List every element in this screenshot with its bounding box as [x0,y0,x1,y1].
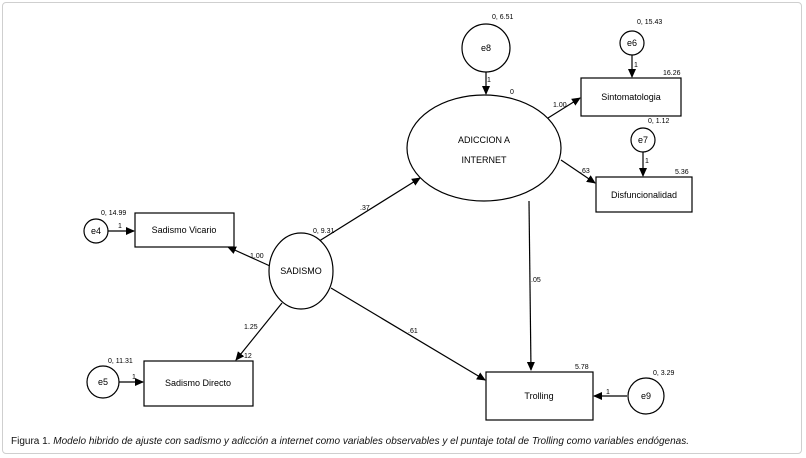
e5-label: e5 [98,377,108,387]
box-sintomatologia [580,77,682,117]
error-node-e8 [461,23,511,73]
coef-sadismo-vicario: 1.00 [250,253,264,260]
sadismo-label: SADISMO [280,266,322,276]
adiccion-stat: 0 [510,89,514,96]
e4-stat: 0, 14.99 [101,210,126,217]
adiccion-label-line1: ADICCION A [458,135,510,145]
coef-sadismo-directo: 1.25 [244,324,258,331]
e7-stat: 0, 1.12 [648,118,670,125]
trolling-label: Trolling [524,391,553,401]
e6-path-label: 1 [634,62,638,69]
box-trolling [485,371,594,421]
caption-prefix: Figura 1. [11,436,51,447]
arrow-sadismo-vicario [227,246,271,267]
disfuncionalidad-stat: 5.36 [675,169,689,176]
e6-stat: 0, 15.43 [637,19,662,26]
error-node-e5 [86,365,120,399]
e9-path-label: 1 [606,389,610,396]
latent-node-adiccion [406,94,562,202]
arrow-sadismo-trolling [330,287,486,381]
e6-label: e6 [627,38,637,48]
sadismo-stat: 0, 9.31 [313,228,335,235]
sadismo-directo-stat: 12 [244,353,252,360]
sintomatologia-stat: 16.26 [663,70,681,77]
adiccion-label-line2: INTERNET [462,155,508,165]
e8-label: e8 [481,43,491,53]
sadismo-vicario-label: Sadismo Vicario [152,225,217,235]
e7-label: e7 [638,135,648,145]
arrow-sadismo-directo [235,302,283,361]
e5-stat: 0, 11.31 [108,358,133,365]
arrow-adiccion-disfuncionalidad [560,159,596,184]
error-node-e6 [619,30,645,56]
arrow-sadismo-adiccion [315,177,421,244]
e5-path-label: 1 [132,374,136,381]
sadismo-directo-label: Sadismo Directo [165,378,231,388]
e8-stat: 0, 6.51 [492,14,514,21]
box-disfuncionalidad [595,176,693,213]
caption-text: Modelo hibrido de ajuste con sadismo y a… [53,436,689,447]
node-sadismo [268,232,334,310]
coef-adiccion-disfuncionalidad: .63 [580,168,590,175]
e9-label: e9 [641,391,651,401]
box-sadismo-vicario [134,212,235,248]
trolling-stat: 5.78 [575,364,589,371]
e7-path-label: 1 [645,158,649,165]
coef-adiccion-trolling: .05 [531,277,541,284]
coef-adiccion-sintomatologia: 1.00 [553,102,567,109]
error-node-e7 [630,127,656,153]
coef-sadismo-trolling: .61 [408,328,418,335]
coef-sadismo-adiccion: .37 [360,205,370,212]
disfuncionalidad-label: Disfuncionalidad [611,190,677,200]
box-sadismo-directo [143,360,254,407]
sintomatologia-label: Sintomatologia [601,92,661,102]
figure-caption: Figura 1. Modelo hibrido de ajuste con s… [11,436,689,447]
e4-label: e4 [91,226,101,236]
arrow-adiccion-sintomatologia [547,97,581,119]
arrow-adiccion-trolling [526,200,535,371]
e8-path-label: 1 [487,77,491,84]
error-node-e9 [627,377,665,415]
e9-stat: 0, 3.29 [653,370,675,377]
e4-path-label: 1 [118,223,122,230]
figure-frame [2,2,802,454]
error-node-e4 [83,218,109,244]
